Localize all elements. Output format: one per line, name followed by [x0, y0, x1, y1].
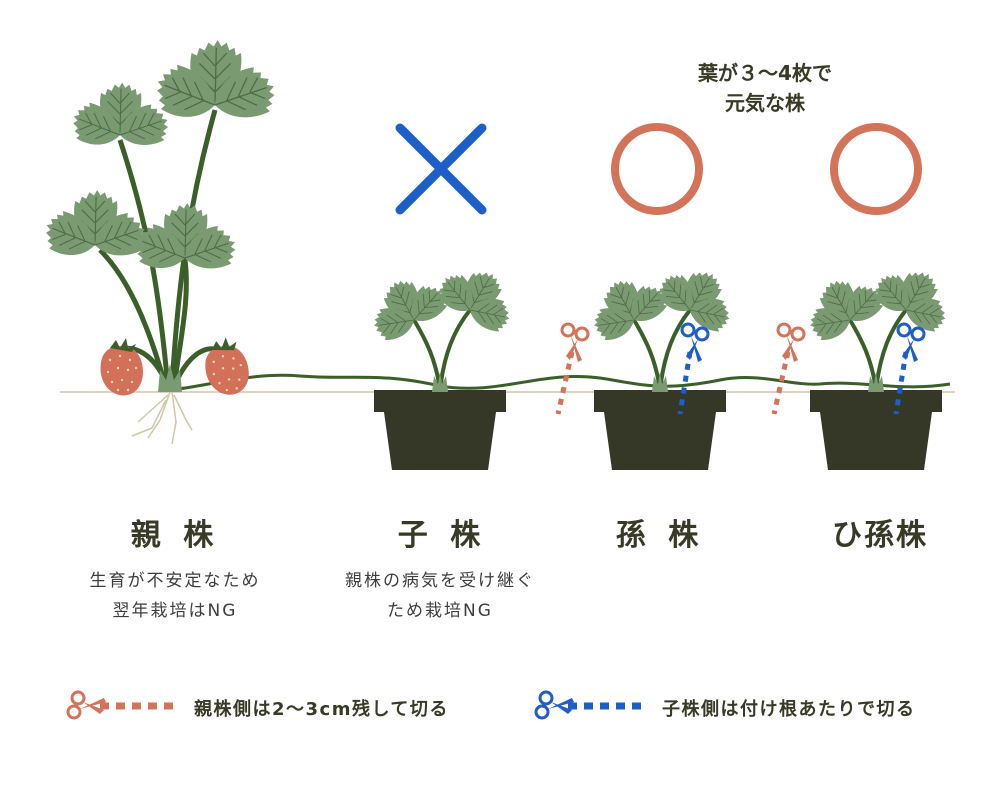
grandchild-plant-title: 孫 株	[615, 518, 705, 553]
parent-plant-title: 親 株	[130, 518, 220, 553]
child-plant-title: 子 株	[397, 518, 487, 553]
child-desc-line-1: 親株の病気を受け継ぐ	[345, 571, 535, 591]
annotation-line-2: 元気な株	[725, 91, 805, 115]
child-side-cut-line-2	[893, 322, 926, 415]
legend-parent-side: 親株側は2〜3cm残して切る	[180, 688, 449, 728]
healthy-plant-annotation: 葉が３〜4枚で 元気な株	[640, 58, 890, 118]
parent-plant-description: 生育が不安定なため 翌年栽培はNG	[45, 566, 305, 626]
runner-stem	[169, 373, 951, 392]
legend-child-side: 子株側は付け根あたりで切る	[648, 688, 916, 728]
great-grandchild-plant-title: ひ孫株	[832, 518, 928, 553]
parent-side-cut-line-2	[771, 322, 806, 415]
annotation-line-1: 葉が３〜4枚で	[698, 61, 832, 85]
legend-parent-text: 親株側は2〜3cm残して切る	[194, 699, 449, 720]
ok-circle-mark-great-grandchild	[830, 123, 922, 215]
child-plant	[355, 252, 529, 470]
ng-cross-mark	[395, 123, 487, 215]
child-side-cut-line-1	[677, 322, 710, 415]
legend-child-text: 子株側は付け根あたりで切る	[662, 699, 916, 720]
parent-desc-line-2: 翌年栽培はNG	[112, 601, 238, 621]
parent-plant	[39, 40, 282, 445]
grandchild-plant	[575, 252, 749, 470]
parent-desc-line-1: 生育が不安定なため	[89, 571, 261, 591]
ok-circle-mark-grandchild	[611, 123, 703, 215]
parent-side-cut-line-1	[555, 322, 590, 415]
great-grandchild-plant	[791, 252, 965, 470]
child-desc-line-2: ため栽培NG	[387, 601, 493, 621]
child-plant-description: 親株の病気を受け継ぐ ため栽培NG	[310, 566, 570, 626]
